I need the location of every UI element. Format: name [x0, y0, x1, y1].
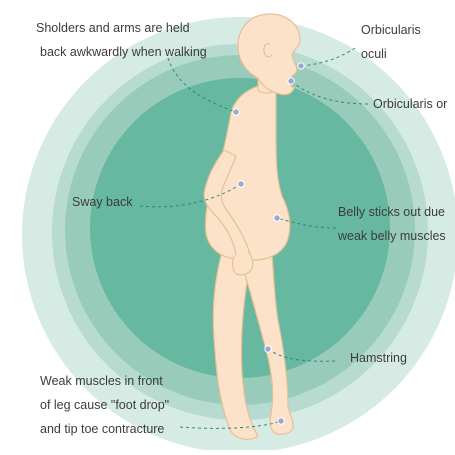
label-hamstring-text: Hamstring — [350, 346, 407, 370]
label-sway-back-text: Sway back — [72, 190, 132, 214]
label-orbicularis-oris-text: Orbicularis or — [373, 92, 447, 116]
label-shoulders-line-2: back awkwardly when walking — [40, 40, 207, 64]
marker-sway-back — [238, 181, 244, 187]
marker-belly — [274, 215, 280, 221]
marker-hamstring — [265, 346, 271, 352]
label-orbicularis-oris: Orbicularis or — [373, 92, 447, 116]
label-orbicularis-oculi: Orbicularis oculi — [361, 18, 421, 66]
marker-orbicularis-oris — [288, 78, 294, 84]
label-foot-drop: Weak muscles in front of leg cause "foot… — [40, 369, 169, 441]
label-belly: Belly sticks out due weak belly muscles — [338, 200, 446, 248]
label-belly-line-2: weak belly muscles — [338, 224, 446, 248]
marker-shoulders — [233, 109, 239, 115]
label-foot-drop-line-3: and tip toe contracture — [40, 417, 169, 441]
marker-orbicularis-oculi — [298, 63, 304, 69]
label-shoulders: Sholders and arms are held back awkwardl… — [36, 16, 207, 64]
label-orbicularis-oculi-line-1: Orbicularis — [361, 18, 421, 42]
label-sway-back: Sway back — [72, 190, 132, 214]
label-shoulders-line-1: Sholders and arms are held — [36, 16, 207, 40]
marker-foot-drop — [278, 418, 284, 424]
label-belly-line-1: Belly sticks out due — [338, 200, 446, 224]
label-foot-drop-line-1: Weak muscles in front — [40, 369, 169, 393]
label-hamstring: Hamstring — [350, 346, 407, 370]
label-orbicularis-oculi-line-2: oculi — [361, 42, 421, 66]
label-foot-drop-line-2: of leg cause "foot drop" — [40, 393, 169, 417]
